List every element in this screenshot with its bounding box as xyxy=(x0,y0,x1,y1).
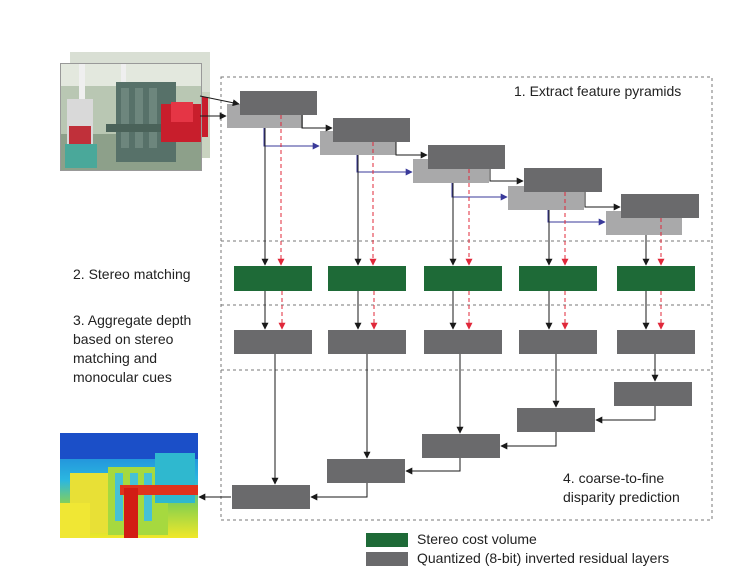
aggregate-layer-4 xyxy=(519,330,597,354)
section-frame xyxy=(220,76,713,521)
pyramid-layer-dark-5 xyxy=(621,194,699,218)
arrow-dark-1-2 xyxy=(301,115,333,132)
legend-cost-volume-label: Stereo cost volume xyxy=(417,531,537,547)
aggregate-to-refine-arrows xyxy=(271,354,659,485)
cost-volume-2 xyxy=(328,266,406,291)
arrow-dark-2-3 xyxy=(395,142,428,159)
arrow-light-3-4 xyxy=(451,183,508,201)
stage-extract-label: 1. Extract feature pyramids xyxy=(514,83,682,99)
stereo-to-aggregate-arrows xyxy=(261,291,665,330)
pyramid-layer-dark-3 xyxy=(428,145,505,169)
coarse-line-1: 4. coarse-to-fine xyxy=(563,470,665,486)
aggregate-line-2: based on stereo xyxy=(73,331,174,347)
output-disparity-map xyxy=(60,433,198,538)
aggregate-layer-1 xyxy=(234,330,312,354)
stage-stereo-label: 2. Stereo matching xyxy=(73,266,191,282)
refine-layer-5 xyxy=(614,382,692,406)
pyramid-to-stereo-arrows xyxy=(261,115,665,266)
refine-layer-2 xyxy=(327,459,405,483)
aggregate-line-3: matching and xyxy=(73,350,158,366)
arrow-dark-3-4 xyxy=(489,169,524,185)
refine-layer-4 xyxy=(517,408,595,432)
input-stereo-photo xyxy=(60,63,202,171)
refine-layer-1 xyxy=(232,485,310,509)
arrow-light-1-2 xyxy=(263,128,320,150)
cost-volume-1 xyxy=(234,266,312,291)
arrow-light-2-3 xyxy=(356,155,413,176)
legend-residual-swatch xyxy=(366,552,408,566)
pyramid-layer-dark-4 xyxy=(524,168,602,192)
legend-cost-volume-swatch xyxy=(366,533,408,547)
aggregate-layer-3 xyxy=(424,330,502,354)
coarse-line-2: disparity prediction xyxy=(563,489,680,505)
stage-aggregate-label: 3. Aggregate depth based on stereo match… xyxy=(73,311,191,387)
aggregate-line-4: monocular cues xyxy=(73,369,172,385)
arrow-light-4-5 xyxy=(547,210,606,226)
arrow-input-dark xyxy=(199,95,240,107)
disparity-map-icon xyxy=(60,433,198,538)
arrow-dark-4-5 xyxy=(584,192,621,211)
pyramid-layer-dark-1 xyxy=(240,91,317,115)
aggregate-line-1: 3. Aggregate depth xyxy=(73,312,192,328)
cost-volume-5 xyxy=(617,266,695,291)
pyramid-layer-dark-2 xyxy=(333,118,410,142)
stage-coarse-label: 4. coarse-to-fine disparity prediction xyxy=(563,469,680,507)
photo-front-icon xyxy=(61,64,201,170)
aggregate-layer-5 xyxy=(617,330,695,354)
cost-volume-4 xyxy=(519,266,597,291)
coarse-to-fine-arrows xyxy=(198,406,656,501)
legend-residual-label: Quantized (8-bit) inverted residual laye… xyxy=(417,550,670,566)
aggregate-layer-2 xyxy=(328,330,406,354)
refine-layer-3 xyxy=(422,434,500,458)
cost-volume-3 xyxy=(424,266,502,291)
